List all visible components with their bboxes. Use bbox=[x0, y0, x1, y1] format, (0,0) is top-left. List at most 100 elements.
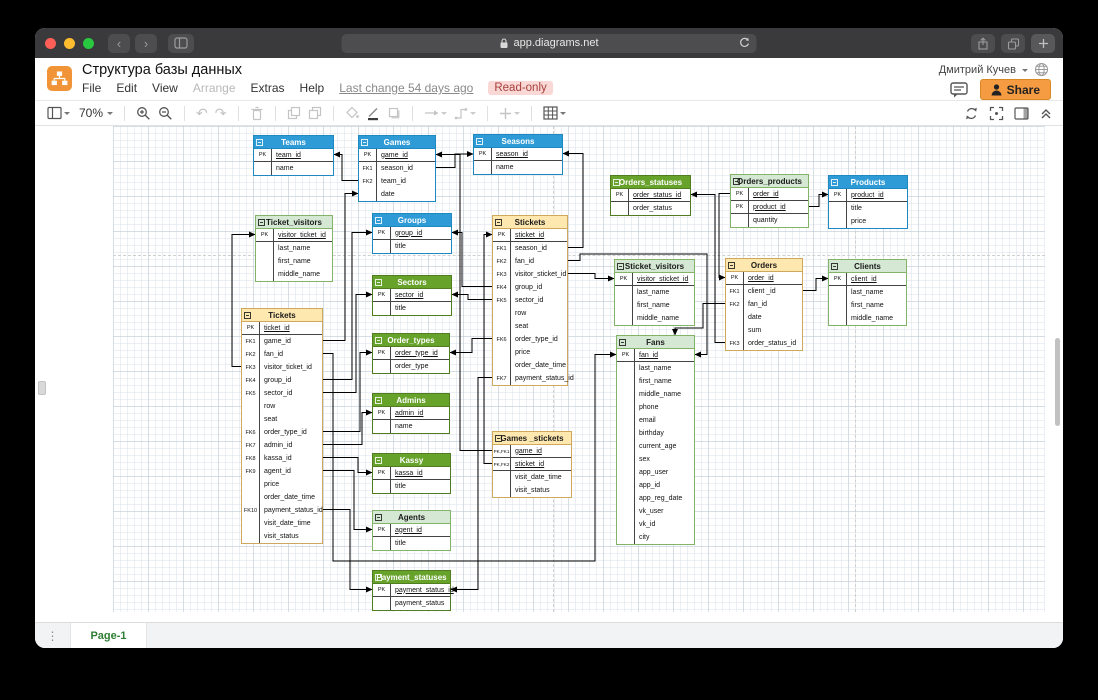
close-button[interactable] bbox=[45, 37, 56, 49]
sidebar-toggle-icon[interactable] bbox=[168, 33, 194, 53]
relationship-orders_products-orders[interactable] bbox=[718, 193, 730, 281]
fill-color-button[interactable] bbox=[345, 106, 359, 120]
refresh-icon[interactable] bbox=[964, 106, 979, 121]
pages-menu-handle[interactable]: ⋮ bbox=[35, 623, 71, 648]
relationship-orders_products-products[interactable] bbox=[809, 191, 829, 207]
relationship-orders-orders_statuses[interactable] bbox=[690, 191, 725, 343]
table-row[interactable]: row bbox=[493, 307, 567, 320]
table-row[interactable]: name bbox=[474, 161, 562, 174]
relationship-tickets-kassy[interactable] bbox=[323, 457, 373, 476]
table-row[interactable]: middle_name bbox=[829, 312, 906, 325]
relationship-tickets-fans[interactable] bbox=[323, 351, 617, 562]
reload-icon[interactable] bbox=[739, 37, 751, 49]
menu-file[interactable]: File bbox=[82, 81, 102, 95]
collapse-icon[interactable] bbox=[375, 337, 382, 344]
relationship-stickets-sticket_visitors[interactable] bbox=[568, 273, 615, 282]
fullscreen-icon[interactable] bbox=[989, 106, 1004, 121]
relationship-games-seasons[interactable] bbox=[436, 151, 474, 168]
collapse-icon[interactable] bbox=[831, 179, 838, 186]
table-row[interactable]: app_id bbox=[617, 479, 694, 492]
table-row[interactable]: city bbox=[617, 531, 694, 544]
table-row[interactable]: first_name bbox=[615, 299, 694, 312]
collapse-icon[interactable] bbox=[256, 139, 263, 146]
last-change-link[interactable]: Last change 54 days ago bbox=[339, 81, 474, 95]
collapse-icon[interactable] bbox=[244, 312, 251, 319]
relationship-stickets-fans[interactable] bbox=[568, 253, 708, 358]
relationship-tickets-agents[interactable] bbox=[323, 470, 373, 533]
table-row[interactable]: visit_date_time bbox=[242, 517, 322, 530]
table-row[interactable]: app_user bbox=[617, 466, 694, 479]
menu-view[interactable]: View bbox=[152, 81, 178, 95]
menu-help[interactable]: Help bbox=[299, 81, 325, 95]
collapse-icon[interactable] bbox=[617, 263, 624, 270]
table-row[interactable]: visit_date_time bbox=[493, 471, 571, 484]
table-row[interactable]: name bbox=[373, 420, 449, 433]
collapse-icon[interactable] bbox=[375, 279, 382, 286]
menu-arrange[interactable]: Arrange bbox=[192, 81, 236, 95]
table-row[interactable]: title bbox=[373, 537, 450, 550]
maximize-button[interactable] bbox=[83, 37, 94, 49]
tabs-overview-icon[interactable] bbox=[1001, 33, 1025, 53]
minimize-button[interactable] bbox=[64, 37, 75, 49]
new-tab-button[interactable] bbox=[1031, 33, 1055, 53]
zoom-out-button[interactable] bbox=[158, 106, 173, 121]
forward-button[interactable]: › bbox=[135, 33, 157, 53]
table-row[interactable]: first_name bbox=[829, 299, 906, 312]
relationship-tickets-ticket_visitors[interactable] bbox=[231, 231, 256, 367]
collapse-icon[interactable] bbox=[361, 139, 368, 146]
table-row[interactable]: middle_name bbox=[256, 268, 332, 281]
relationship-stickets-groups[interactable] bbox=[451, 229, 492, 287]
table-row[interactable]: phone bbox=[617, 401, 694, 414]
table-row[interactable]: email bbox=[617, 414, 694, 427]
table-row[interactable]: current_age bbox=[617, 440, 694, 453]
table-row[interactable]: first_name bbox=[617, 375, 694, 388]
page-view-button[interactable] bbox=[47, 106, 70, 120]
table-row[interactable]: birthday bbox=[617, 427, 694, 440]
relationship-stickets-order_types[interactable] bbox=[449, 338, 492, 356]
table-row[interactable]: seat bbox=[493, 320, 567, 333]
insert-dropdown[interactable] bbox=[499, 107, 520, 120]
user-menu[interactable]: Дмитрий Кучев bbox=[938, 63, 1016, 76]
comments-icon[interactable] bbox=[949, 81, 968, 98]
back-button[interactable]: ‹ bbox=[108, 33, 130, 53]
collapse-icon[interactable] bbox=[375, 514, 382, 521]
relationship-games-teams[interactable] bbox=[333, 151, 358, 181]
to-back-button[interactable] bbox=[308, 106, 322, 120]
relationship-tickets-groups[interactable] bbox=[323, 229, 373, 380]
connection-style-dropdown[interactable] bbox=[424, 107, 447, 119]
table-row[interactable]: order_date_time bbox=[493, 359, 567, 372]
menu-extras[interactable]: Extras bbox=[250, 81, 285, 95]
table-row[interactable]: last_name bbox=[829, 286, 906, 299]
relationship-tickets-sectors[interactable] bbox=[323, 291, 373, 393]
menu-edit[interactable]: Edit bbox=[116, 81, 138, 95]
